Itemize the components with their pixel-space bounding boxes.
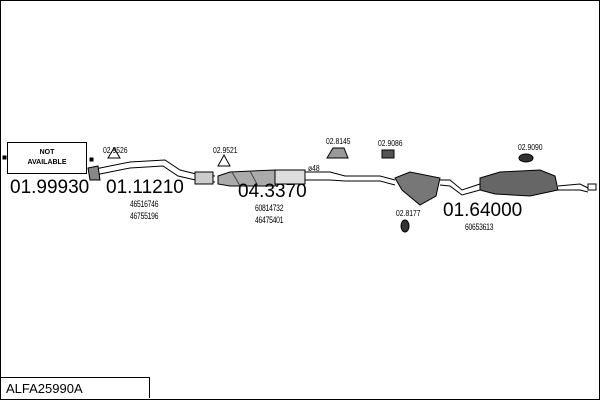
rubber-mount-icon — [518, 153, 534, 163]
oem-number: 46475401 — [255, 215, 284, 225]
clamp-icon — [326, 147, 349, 159]
rubber-mount-icon — [381, 149, 395, 159]
flange — [87, 165, 101, 181]
accessory-number[interactable]: 02.8145 — [326, 136, 351, 146]
accessory-number[interactable]: 02.9526 — [103, 145, 128, 155]
rear-silencer — [479, 169, 559, 197]
gasket-icon — [217, 153, 231, 167]
tail-pipe-end — [587, 183, 597, 191]
rubber-mount-icon — [400, 219, 410, 233]
middle-pipe — [305, 171, 396, 186]
part-number[interactable]: 04.3370 — [238, 181, 307, 202]
diameter-label: ø48 — [308, 163, 320, 173]
oem-number: 60814732 — [255, 203, 284, 213]
oem-number: 46755196 — [130, 211, 159, 221]
accessory-number[interactable]: 02.9086 — [378, 138, 403, 148]
article-code: ALFA25990A — [0, 377, 150, 398]
accessory-number[interactable]: 02.9090 — [518, 142, 543, 152]
connector-mark — [89, 157, 94, 162]
middle-section — [274, 169, 306, 185]
middle-silencer — [394, 171, 441, 206]
connector-mark — [2, 155, 7, 160]
part-number[interactable]: 01.11210 — [106, 177, 184, 198]
oem-number: 60653613 — [465, 222, 494, 232]
accessory-number[interactable]: 02.9521 — [213, 145, 238, 155]
na-line2: AVAILABLE — [27, 159, 67, 166]
na-line1: NOT — [39, 149, 55, 156]
tail-pipe — [557, 183, 589, 193]
pipe-sleeve — [194, 171, 214, 185]
converter-shading — [231, 170, 259, 187]
oem-number: 46516746 — [130, 199, 159, 209]
part-number[interactable]: 01.99930 — [10, 177, 90, 198]
part-number[interactable]: 01.64000 — [443, 200, 523, 221]
rear-pipe — [439, 179, 481, 196]
gasket-icon — [107, 147, 121, 159]
accessory-number[interactable]: 02.8177 — [396, 208, 421, 218]
not-available-box: NOT AVAILABLE — [7, 142, 87, 174]
